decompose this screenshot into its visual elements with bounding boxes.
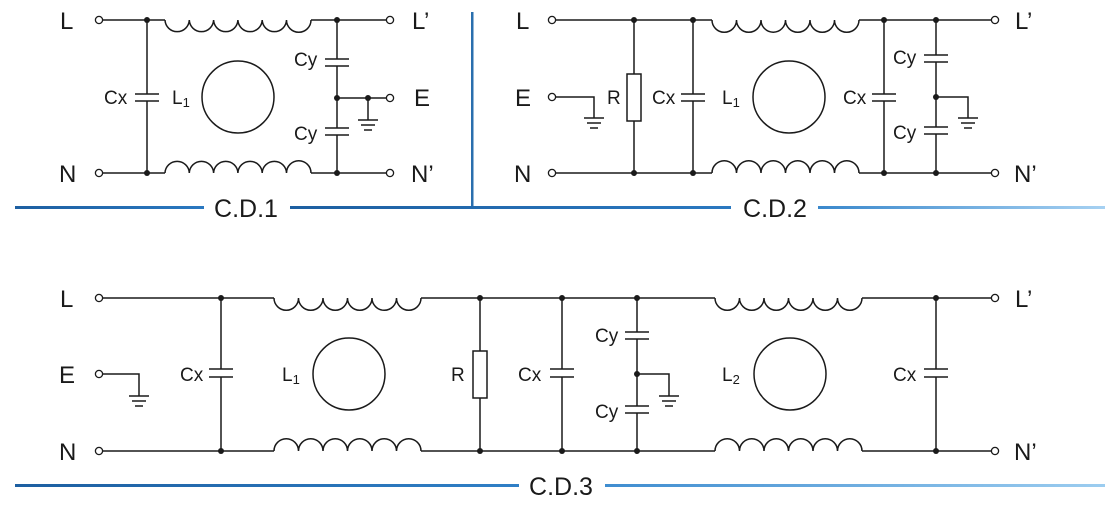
cd1-terminal-e-out	[385, 93, 395, 103]
diagram-cd1: L N L’ E N’ Cx L1 Cy Cy	[59, 8, 434, 188]
cd2-label-cx-input: Cx	[652, 88, 676, 109]
cd1-caption-rule-left	[15, 206, 204, 209]
cd3-terminal-l-in	[94, 293, 104, 303]
cd1-label-l-out: L’	[412, 8, 429, 35]
cd2-label-l1: L1	[722, 88, 740, 110]
cd2-label-n-out: N’	[1014, 161, 1037, 188]
cd3-label-n-out: N’	[1014, 439, 1037, 466]
cd2-terminal-n-out	[990, 168, 1000, 178]
cd3-label-cx-3: Cx	[893, 365, 917, 386]
cd2-label-cx-output: Cx	[843, 88, 867, 109]
cd3-cx-capacitor-1	[209, 368, 233, 378]
cd2-cx-capacitor-input	[681, 93, 705, 102]
cd1-junctions	[144, 17, 371, 176]
cd3-label-l1: L1	[282, 365, 300, 387]
cd3-caption: C.D.3	[529, 473, 593, 501]
cd2-common-mode-choke-line-winding	[711, 19, 860, 33]
cd3-terminal-n-in	[94, 446, 104, 456]
cd2-label-e-in: E	[515, 85, 531, 112]
cd1-cx-capacitor	[135, 93, 159, 102]
cd1-wires	[103, 19, 386, 174]
cd1-terminal-l-in	[94, 15, 104, 25]
cd2-label-n-in: N	[514, 161, 531, 188]
cd3-choke-l2-neutral-winding	[714, 438, 863, 452]
cd2-caption: C.D.2	[743, 195, 807, 223]
cd3-label-r: R	[451, 365, 465, 386]
cd1-cy-capacitor-top	[325, 58, 349, 67]
diagram-cd2: L E N L’ N’ R Cx L1 Cx Cy Cy	[514, 8, 1037, 188]
cd2-label-r: R	[607, 88, 621, 109]
cd3-cx-capacitor-3	[924, 368, 948, 378]
cd3-label-l2: L2	[722, 365, 740, 387]
cd1-cy-capacitor-bottom	[325, 127, 349, 136]
cd2-cy-capacitor-bottom	[924, 126, 948, 135]
cd2-terminal-e-in	[547, 92, 557, 102]
cd3-label-l-in: L	[60, 286, 73, 313]
cd2-label-cy-top: Cy	[893, 48, 917, 69]
cd3-label-cx-2: Cx	[518, 365, 542, 386]
cd1-caption: C.D.1	[214, 195, 278, 223]
cd3-caption-rule-right	[605, 484, 1105, 487]
cd3-label-n-in: N	[59, 439, 76, 466]
cd3-label-cy-bottom: Cy	[595, 402, 619, 423]
cd2-resistor	[626, 73, 642, 122]
cd1-label-n-in: N	[59, 161, 76, 188]
cd3-label-cx-1: Cx	[180, 365, 204, 386]
cd3-terminal-n-out	[990, 446, 1000, 456]
cd2-ground-symbol-output	[958, 117, 978, 129]
cd1-label-n-out: N’	[411, 161, 434, 188]
cd3-label-l-out: L’	[1015, 286, 1032, 313]
cd2-caption-rule-right	[818, 206, 1105, 209]
cd3-caption-rule-left	[15, 484, 519, 487]
cd3-wires	[103, 297, 991, 452]
cd3-ground-symbol-input	[129, 395, 149, 407]
cd2-junctions	[631, 17, 939, 176]
cd2-label-cy-bottom: Cy	[893, 123, 917, 144]
cd3-choke-l1-neutral-winding	[273, 438, 422, 452]
cd2-choke-core	[752, 60, 826, 134]
cd1-label-e-out: E	[414, 85, 430, 112]
cd1-cd2-caption-rule-middle	[290, 206, 731, 209]
cd2-cy-capacitor-top	[924, 54, 948, 63]
cd2-label-l-out: L’	[1015, 8, 1032, 35]
cd1-ground-symbol	[358, 119, 378, 131]
cd1-label-l1: L1	[172, 88, 190, 110]
cd1-choke-core	[201, 60, 275, 134]
cd1-terminal-n-in	[94, 168, 104, 178]
cd3-terminal-l-out	[990, 293, 1000, 303]
cd3-choke-l2-core	[753, 337, 827, 411]
cd3-label-e-in: E	[59, 362, 75, 389]
cd3-cy-capacitor-bottom	[625, 405, 649, 414]
panel-divider	[471, 12, 474, 208]
cd3-ground-symbol-cy	[659, 395, 679, 407]
cd2-ground-symbol-input	[584, 117, 604, 129]
cd2-terminal-n-in	[547, 168, 557, 178]
cd3-choke-l1-core	[312, 337, 386, 411]
cd3-resistor	[472, 350, 488, 399]
cd3-choke-l2-line-winding	[714, 297, 863, 311]
cd3-cx-capacitor-2	[550, 368, 574, 378]
cd3-junctions	[218, 295, 939, 454]
cd3-choke-l1-line-winding	[273, 297, 422, 311]
cd1-label-cy-bottom: Cy	[294, 124, 318, 145]
cd1-terminal-n-out	[385, 168, 395, 178]
cd3-cy-capacitor-top	[625, 331, 649, 340]
cd1-terminal-l-out	[385, 15, 395, 25]
cd2-common-mode-choke-neutral-winding	[711, 160, 860, 174]
cd1-label-l-in: L	[60, 8, 73, 35]
cd2-label-l-in: L	[516, 8, 529, 35]
cd3-terminal-e-in	[94, 369, 104, 379]
cd1-common-mode-choke-line-winding	[164, 19, 312, 33]
cd2-cx-capacitor-output	[872, 93, 896, 102]
cd2-terminal-l-out	[990, 15, 1000, 25]
cd3-label-cy-top: Cy	[595, 326, 619, 347]
cd1-common-mode-choke-neutral-winding	[164, 160, 312, 174]
cd2-terminal-l-in	[547, 15, 557, 25]
cd1-label-cx: Cx	[104, 88, 128, 109]
diagram-cd3: L E N L’ N’ Cx L1 R Cx Cy Cy L2 Cx	[59, 286, 1037, 466]
cd2-wires	[556, 19, 991, 174]
cd1-label-cy-top: Cy	[294, 50, 318, 71]
